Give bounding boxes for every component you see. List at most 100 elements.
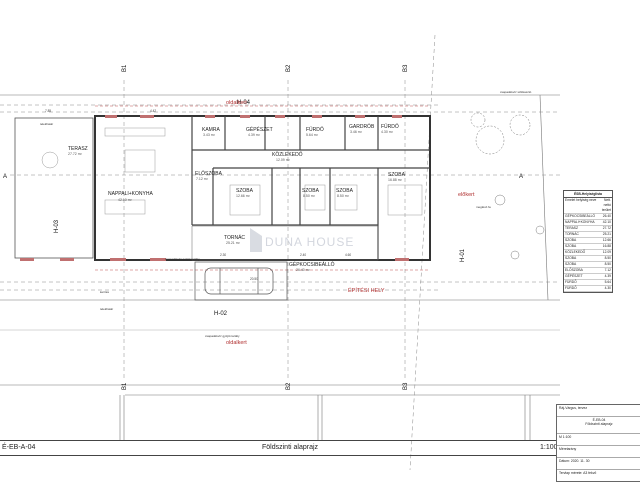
dim-4: 2.40 — [300, 253, 306, 257]
note-7: csapadékvíz gyűjtő tartály — [205, 334, 240, 338]
room-tornac-name: TORNÁC — [224, 234, 245, 241]
label-epitesi-hely: ÉPÍTÉSI HELY — [348, 287, 385, 294]
room-gepkocsibeallo-name: GÉPKOCSIBEÁLLÓ — [289, 261, 335, 268]
legend-row-area: 7.12 — [604, 268, 611, 272]
room-nappali-name: NAPPALI+KONYHA — [108, 191, 153, 197]
legend-row-name: FÜRDŐ — [565, 280, 577, 284]
legend-row-area: 12.66 — [602, 238, 611, 242]
room-tornac-area: 25.21 m² — [226, 241, 241, 245]
terrace-outline — [14, 117, 94, 259]
axis-b1-bottom: B1 — [122, 382, 128, 390]
legend-row-name: SZOBA — [565, 238, 577, 242]
tb-sheet-code: É-EB-04 — [592, 418, 606, 422]
legend-row: SZOBA 8.50 — [564, 262, 612, 268]
axis-a-right: A — [519, 174, 523, 180]
dim-6: 20.50 — [250, 277, 258, 281]
axis-b2-top: B2 — [286, 64, 292, 72]
axis-h03: H-03 — [54, 219, 60, 233]
legend-row-name: SZOBA — [565, 256, 577, 260]
legend-title: ÉSB-Helyiséglista — [564, 191, 612, 198]
axis-b1-top: B1 — [122, 64, 128, 72]
legend-row-name: SZOBA — [565, 262, 577, 266]
legend-row-area: 12.09 — [602, 250, 611, 254]
legend-header-area: Nett. nettó terület — [601, 198, 611, 212]
legend-row: SZOBA 12.66 — [564, 238, 612, 244]
axis-b3-top: B3 — [403, 64, 409, 72]
room-szoba1-area: 12.66 m² — [236, 194, 251, 198]
interior-walls — [191, 116, 430, 260]
carport — [194, 261, 288, 301]
room-furdo2-name: FÜRDŐ — [381, 123, 399, 130]
note-3: meglévő fa — [476, 205, 491, 209]
room-legend-table: ÉSB-Helyiséglista Emelet helyiség neve N… — [563, 190, 613, 293]
room-furdo1-name: FÜRDŐ — [306, 126, 324, 133]
tree-symbols — [470, 112, 545, 260]
room-szoba1-name: SZOBA — [236, 188, 254, 194]
room-kozlekedo-area: 12.09 m² — [276, 158, 291, 162]
legend-row-area: 25.21 — [602, 232, 611, 236]
legend-row-area: 4.30 — [604, 286, 611, 290]
legend-row-area: 16.88 — [602, 244, 611, 248]
legend-row-area: 8.50 — [604, 262, 611, 266]
label-elokert: előkert — [458, 192, 475, 198]
dim-2: 4.42 — [150, 109, 156, 113]
veranda — [191, 225, 379, 261]
axis-b3-bottom: B3 — [403, 382, 409, 390]
legend-row-name: GÉPÉSZET — [565, 274, 583, 278]
plot-boundary — [0, 94, 560, 440]
room-kamra-name: KAMRA — [202, 127, 220, 133]
legend-row-name: NAPPALI+KONYHA — [565, 220, 595, 224]
legend-row-name: KÖZLEKEDŐ — [565, 250, 586, 254]
room-szoba3-name: SZOBA — [336, 188, 354, 194]
house-walls — [94, 115, 431, 261]
dim-1: 7.85 — [45, 109, 51, 113]
room-gepkocsibeallo-area: 26.40 m² — [296, 268, 311, 272]
legend-header-row: Emelet helyiség neve Nett. nettó terület — [564, 198, 612, 214]
room-szoba3-area: 8.50 m² — [337, 194, 350, 198]
note-6: telekhatár — [100, 307, 113, 311]
room-kozlekedo-name: KÖZLEKEDŐ — [272, 151, 303, 158]
label-oldalkert-bottom: oldalkert — [226, 340, 247, 346]
legend-row: GÉPKOCSIBEÁLLÓ 26.40 — [564, 214, 612, 220]
axis-h01: H-01 — [460, 248, 466, 262]
axis-a-left: A — [3, 174, 7, 180]
building-line — [95, 105, 430, 271]
legend-row-name: GÉPKOCSIBEÁLLÓ — [565, 214, 596, 218]
room-furdo2-area: 4.30 m² — [381, 130, 394, 134]
legend-row-area: 26.40 — [602, 214, 611, 218]
legend-row-area: 27.72 — [602, 226, 611, 230]
room-eloszoba-area: 7.12 m² — [196, 177, 209, 181]
dim-3: 2.30 — [220, 253, 226, 257]
note-2: telekhatár — [40, 122, 53, 126]
room-eloszoba-name: ELŐSZOBA — [195, 170, 223, 177]
legend-row-area: 42.10 — [602, 220, 611, 224]
tb-row-6: Dátum: 2020. 11. 30 — [557, 458, 640, 470]
legend-row: SZOBA 16.88 — [564, 244, 612, 250]
dim-5: 4.60 — [345, 253, 351, 257]
room-gepeszet-name: GÉPÉSZET — [246, 126, 273, 133]
label-oldalkert-top: oldalkert — [226, 100, 247, 106]
room-gepeszet-area: 4.39 m² — [248, 133, 261, 137]
axis-b2-bottom: B2 — [286, 382, 292, 390]
windows — [20, 115, 409, 261]
drawing-scale: 1:100 — [540, 444, 558, 451]
room-furdo1-area: 5.64 m² — [306, 133, 319, 137]
watermark-logo-icon — [250, 228, 262, 252]
tb-row-7: Tervlap mérete: A3 fekvő — [559, 471, 597, 475]
legend-header-name: Emelet helyiség neve — [565, 198, 597, 202]
note-1: csapadékvíz szikkasztó — [500, 90, 532, 94]
legend-row-name: SZOBA — [565, 244, 577, 248]
furniture — [41, 127, 423, 216]
room-gardrob-name: GARDRÓB — [349, 123, 375, 130]
legend-row: NAPPALI+KONYHA 42.10 — [564, 220, 612, 226]
